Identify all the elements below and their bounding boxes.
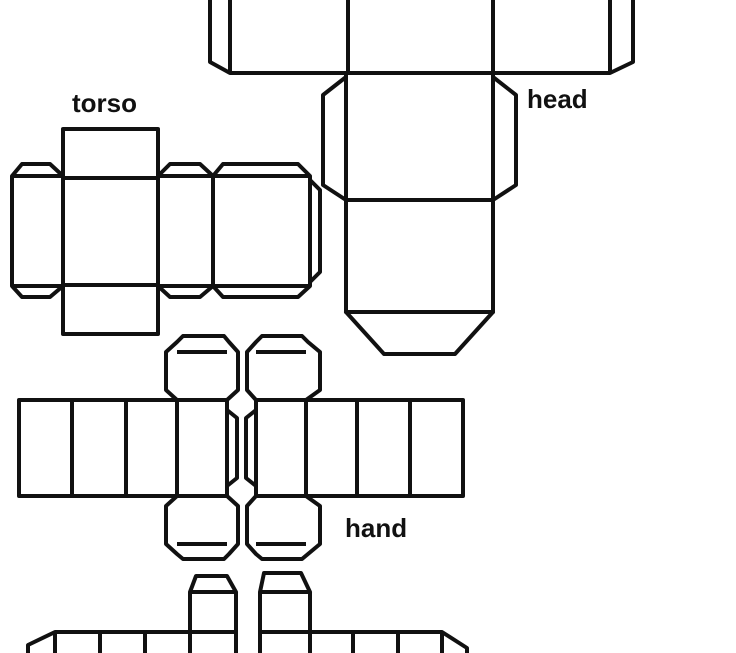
hand-net-left — [17, 334, 240, 561]
torso-net — [10, 127, 322, 336]
head-label: head — [527, 84, 588, 114]
hand-net-right — [244, 334, 465, 561]
hand-label: hand — [345, 513, 408, 543]
leg-net-left — [26, 574, 238, 653]
head-net — [321, 71, 518, 356]
torso-label: torso — [72, 88, 137, 118]
top-net — [208, 0, 635, 75]
leg-net-right — [258, 571, 469, 653]
